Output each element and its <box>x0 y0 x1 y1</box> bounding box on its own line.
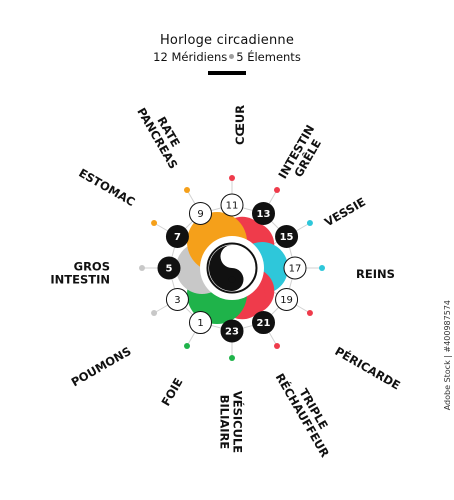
subtitle-separator-dot <box>229 54 235 59</box>
hour-node-circle <box>165 288 189 311</box>
meridian-label-line: VESSIE <box>322 195 368 230</box>
meridian-dot <box>229 355 235 361</box>
hour-node-circle <box>157 256 181 280</box>
meridian-label-line: VÉSICULE <box>231 391 246 453</box>
hour-label: 13 <box>257 209 271 220</box>
hour-node-circle <box>165 225 189 248</box>
meridian-label-line: GROS <box>74 260 110 274</box>
hour-label: 17 <box>289 264 302 275</box>
hour-label: 1 <box>197 318 203 329</box>
hour-node: 13 <box>252 201 275 225</box>
meridian-label: TRIPLERÉCHAUFFEUR <box>273 364 344 459</box>
hour-node-circle <box>189 311 212 335</box>
meridian-label: REINS <box>356 267 395 281</box>
meridian-label: PÉRICARDE <box>333 343 404 393</box>
hour-node-circle <box>283 256 307 280</box>
yin-yang-ring <box>206 242 258 294</box>
meridian-label-line: ESTOMAC <box>76 166 137 209</box>
hour-label: 21 <box>257 318 271 329</box>
meridian-label-line: FOIE <box>158 375 185 408</box>
meridian-dot <box>306 310 313 316</box>
hour-node: 1 <box>189 311 212 335</box>
hour-label: 9 <box>197 209 203 220</box>
hour-node-circle <box>275 225 299 248</box>
hour-node: 7 <box>165 225 189 248</box>
hour-node-circle <box>189 201 212 225</box>
meridian-label: ESTOMAC <box>76 166 137 209</box>
meridian-dot <box>139 265 145 271</box>
meridian-label-line: INTESTIN <box>50 273 110 287</box>
meridian-label: VÉSICULEBILIAIRE <box>218 391 246 453</box>
subtitle-elements: 5 Élements <box>236 50 301 64</box>
hour-node-circle <box>275 288 299 311</box>
hour-label: 3 <box>174 295 180 306</box>
meridian-label-line: PÉRICARDE <box>333 343 404 393</box>
yin-yang-eye-light <box>228 253 236 260</box>
hour-label: 15 <box>280 232 294 243</box>
meridian-dot <box>274 342 280 349</box>
hour-node: 3 <box>165 288 189 311</box>
hour-node: 23 <box>220 319 244 343</box>
meridian-label: VESSIE <box>322 195 368 230</box>
meridian-dot <box>229 175 235 181</box>
meridian-dots <box>139 175 325 361</box>
hour-node-circle <box>252 201 275 225</box>
title-underline <box>208 71 246 75</box>
diagram-subtitle: 12 Méridiens 5 Élements <box>0 50 454 64</box>
yin-yang-eye-dark <box>228 276 236 283</box>
meridian-label-line: BILIAIRE <box>218 395 232 450</box>
hour-node-circle <box>220 319 244 343</box>
meridian-label-line: REINS <box>356 267 395 281</box>
hour-node-circle <box>220 193 244 217</box>
meridian-dot <box>274 187 280 194</box>
hour-node: 19 <box>275 288 299 311</box>
meridian-label: FOIE <box>158 375 185 408</box>
meridian-label: CŒUR <box>233 105 247 145</box>
diagram-title: Horloge circadienne <box>159 33 295 48</box>
hour-node: 15 <box>275 225 299 248</box>
meridian-label: INTESTINGRÊLE <box>275 122 328 187</box>
meridian-label-line: POUMONS <box>69 344 134 389</box>
yin-yang-icon <box>200 236 264 300</box>
hour-node-circle <box>252 311 275 335</box>
hour-node: 11 <box>220 193 244 217</box>
hour-label: 5 <box>166 264 173 275</box>
hour-node: 17 <box>283 256 307 280</box>
hour-label: 19 <box>280 295 293 306</box>
meridian-dot <box>319 265 325 271</box>
hour-node: 5 <box>157 256 181 280</box>
meridian-label: POUMONS <box>69 344 134 389</box>
hour-label: 11 <box>226 201 239 212</box>
hour-node: 21 <box>252 311 275 335</box>
meridian-dot <box>306 220 313 226</box>
hour-node: 9 <box>189 201 212 225</box>
meridian-label: RATEPANCREAS <box>134 99 191 172</box>
meridian-dot <box>151 310 158 316</box>
hour-label: 23 <box>225 327 239 338</box>
meridian-dot <box>184 187 190 194</box>
subtitle-meridians: 12 Méridiens <box>153 50 228 64</box>
meridian-dot <box>151 220 158 226</box>
hour-label: 7 <box>174 232 181 243</box>
watermark-text: Adobe Stock | #400987574 <box>443 300 452 411</box>
meridian-label-line: CŒUR <box>233 105 247 145</box>
meridian-dot <box>184 342 190 349</box>
